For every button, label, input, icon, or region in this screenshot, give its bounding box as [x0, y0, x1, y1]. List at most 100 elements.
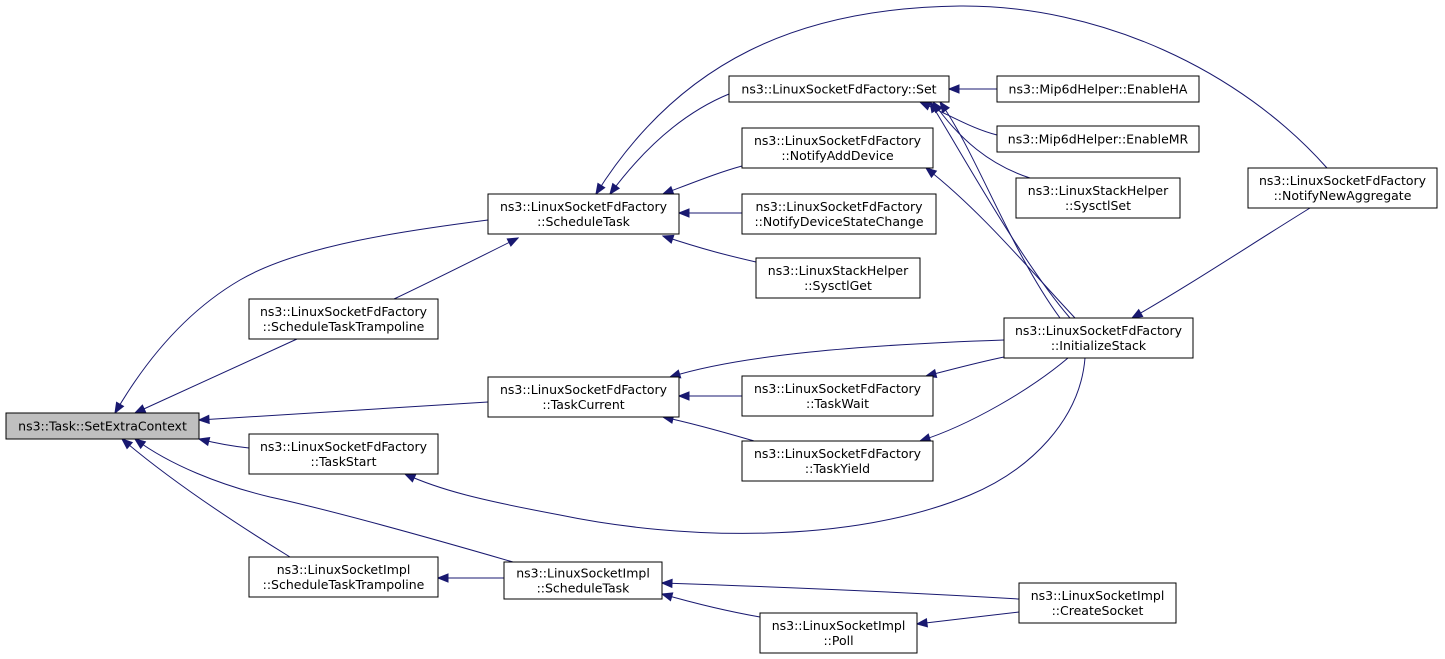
- edge-fdNotifyNewAggregate-to-fdInitializeStack: [1130, 207, 1311, 319]
- edge-fdInitializeStack-to-fdTaskYield: [918, 357, 1069, 443]
- node-label: ::ScheduleTask: [537, 581, 631, 596]
- node-impl-schedule-task[interactable]: ns3::LinuxSocketImpl::ScheduleTask: [503, 561, 663, 600]
- node-fd-set[interactable]: ns3::LinuxSocketFdFactory::Set: [728, 75, 950, 103]
- node-label: ::NotifyNewAggregate: [1274, 188, 1412, 203]
- node-label: ns3::LinuxSocketImpl: [516, 566, 650, 581]
- edge-implPoll-to-implScheduleTask: [660, 592, 761, 618]
- arrowhead-icon: [924, 167, 938, 179]
- arrowhead-icon: [918, 101, 932, 111]
- arrowhead-icon: [197, 414, 210, 425]
- node-label: ::TaskWait: [806, 396, 869, 411]
- node-label: ns3::LinuxSocketImpl: [277, 562, 411, 577]
- edge-fdInitializeStack-to-fdTaskStart: [403, 357, 1086, 534]
- node-label: ns3::LinuxSocketFdFactory: [1259, 173, 1427, 188]
- node-label: ns3::LinuxSocketFdFactory: [754, 133, 922, 148]
- node-label: ::TaskStart: [311, 454, 377, 469]
- node-label: ns3::Task::SetExtraContext: [18, 419, 187, 434]
- edge-fdScheduleTask-to-root: [114, 219, 489, 415]
- node-fd-notify-add-device[interactable]: ns3::LinuxSocketFdFactory::NotifyAddDevi…: [741, 127, 934, 169]
- node-label: ns3::LinuxSocketFdFactory: [500, 199, 668, 214]
- edge-implScheduleTaskTrampoline-to-implScheduleTask: [436, 573, 504, 583]
- edge-fdTaskWait-to-fdTaskCurrent: [677, 391, 743, 401]
- edge-fdTaskYield-to-fdTaskCurrent: [661, 414, 755, 442]
- node-label: ::CreateSocket: [1052, 603, 1144, 618]
- node-stack-sysctl-get[interactable]: ns3::LinuxStackHelper::SysctlGet: [755, 257, 921, 299]
- arrowhead-icon: [197, 436, 211, 447]
- node-label: ns3::Mip6dHelper::EnableHA: [1009, 82, 1188, 97]
- edge-fdTaskCurrent-to-root: [197, 401, 489, 425]
- node-impl-poll[interactable]: ns3::LinuxSocketImpl::Poll: [759, 612, 918, 654]
- node-label: ns3::LinuxSocketFdFactory: [754, 381, 922, 396]
- node-label: ns3::LinuxSocketFdFactory: [1015, 323, 1183, 338]
- edge-stackSysctlGet-to-fdScheduleTask: [661, 234, 757, 263]
- node-label: ns3::LinuxSocketImpl: [1031, 588, 1165, 603]
- node-label: ::NotifyAddDevice: [781, 148, 894, 163]
- node-impl-create-socket[interactable]: ns3::LinuxSocketImpl::CreateSocket: [1018, 582, 1177, 624]
- node-label: ns3::LinuxSocketFdFactory: [500, 382, 668, 397]
- arrowhead-icon: [915, 618, 928, 628]
- arrowhead-icon: [133, 438, 147, 450]
- node-label: ::SysctlGet: [804, 278, 872, 293]
- edge-fdInitializeStack-to-fdSet: [929, 100, 1071, 319]
- node-label: ns3::LinuxSocketFdFactory: [260, 439, 428, 454]
- edge-fdInitializeStack-to-fdNotifyAddDevice: [924, 167, 1076, 319]
- edge-implScheduleTaskTrampoline-to-root: [120, 438, 291, 558]
- edge-fdTaskStart-to-root: [197, 436, 250, 449]
- node-label: ::ScheduleTaskTrampoline: [263, 319, 425, 334]
- arrowhead-icon: [661, 234, 675, 244]
- node-label: ::Poll: [823, 633, 853, 648]
- edge-fdSet-to-fdScheduleTask: [609, 93, 730, 196]
- node-stack-sysctl-set[interactable]: ns3::LinuxStackHelper::SysctlSet: [1015, 177, 1181, 219]
- node-fd-notify-device-state-change[interactable]: ns3::LinuxSocketFdFactory::NotifyDeviceS…: [741, 193, 937, 235]
- node-fd-initialize-stack[interactable]: ns3::LinuxSocketFdFactory::InitializeSta…: [1003, 317, 1194, 359]
- node-fd-task-yield[interactable]: ns3::LinuxSocketFdFactory::TaskYield: [741, 440, 934, 482]
- arrowhead-icon: [120, 438, 134, 450]
- node-label: ::NotifyDeviceStateChange: [754, 214, 923, 229]
- node-impl-schedule-task-trampoline[interactable]: ns3::LinuxSocketImpl::ScheduleTaskTrampo…: [248, 556, 439, 598]
- node-fd-task-start[interactable]: ns3::LinuxSocketFdFactory::TaskStart: [248, 433, 439, 475]
- node-fd-task-wait[interactable]: ns3::LinuxSocketFdFactory::TaskWait: [741, 375, 934, 417]
- node-fd-notify-new-aggregate[interactable]: ns3::LinuxSocketFdFactory::NotifyNewAggr…: [1247, 167, 1438, 209]
- node-fd-schedule-task[interactable]: ns3::LinuxSocketFdFactory::ScheduleTask: [487, 193, 680, 235]
- node-label: ::TaskYield: [805, 461, 870, 476]
- arrowhead-icon: [114, 401, 125, 415]
- arrowhead-icon: [506, 237, 520, 247]
- edge-implCreateSocket-to-implScheduleTask: [660, 578, 1020, 600]
- arrowhead-icon: [677, 391, 690, 401]
- arrowhead-icon: [133, 404, 147, 414]
- edge-fdNotifyAddDevice-to-fdScheduleTask: [661, 165, 743, 195]
- node-label: ::TaskCurrent: [542, 397, 624, 412]
- edge-implScheduleTask-to-root: [133, 438, 514, 563]
- node-label: ns3::LinuxSocketFdFactory::Set: [741, 82, 936, 97]
- arrowhead-icon: [1130, 308, 1144, 319]
- edge-mipEnableMR-to-fdSet: [918, 101, 998, 136]
- edge-fdInitializeStack-to-fdSet: [939, 100, 1061, 319]
- node-mip-enable-h-a[interactable]: ns3::Mip6dHelper::EnableHA: [996, 75, 1200, 103]
- node-fd-schedule-task-trampoline[interactable]: ns3::LinuxSocketFdFactory::ScheduleTaskT…: [248, 298, 439, 340]
- edge-implCreateSocket-to-implPoll: [915, 611, 1020, 628]
- node-label: ns3::Mip6dHelper::EnableMR: [1008, 132, 1189, 147]
- node-label: ::ScheduleTask: [537, 214, 631, 229]
- arrowhead-icon: [939, 100, 951, 114]
- edge-fdNotifyNewAggregate-to-fdScheduleTask: [595, 5, 1328, 196]
- arrowhead-icon: [595, 182, 606, 196]
- node-label: ns3::LinuxSocketFdFactory: [260, 304, 428, 319]
- node-fd-task-current[interactable]: ns3::LinuxSocketFdFactory::TaskCurrent: [487, 376, 680, 418]
- edge-mipEnableHA-to-fdSet: [947, 84, 997, 94]
- node-label: ::SysctlSet: [1065, 198, 1131, 213]
- edge-fdInitializeStack-to-fdTaskWait: [924, 356, 1005, 379]
- arrowhead-icon: [436, 573, 449, 583]
- node-label: ns3::LinuxSocketFdFactory: [755, 199, 923, 214]
- node-label: ns3::LinuxStackHelper: [768, 263, 909, 278]
- node-label: ::InitializeStack: [1051, 338, 1147, 353]
- arrowhead-icon: [929, 100, 940, 114]
- node-mip-enable-m-r[interactable]: ns3::Mip6dHelper::EnableMR: [996, 125, 1200, 153]
- arrowhead-icon: [677, 208, 690, 218]
- edge-fdScheduleTaskTrampoline-to-fdScheduleTask: [393, 237, 520, 300]
- node-label: ns3::LinuxStackHelper: [1028, 183, 1169, 198]
- node-label: ns3::LinuxSocketFdFactory: [754, 446, 922, 461]
- arrowhead-icon: [660, 592, 674, 602]
- arrowhead-icon: [661, 185, 675, 195]
- node-root[interactable]: ns3::Task::SetExtraContext: [5, 412, 200, 440]
